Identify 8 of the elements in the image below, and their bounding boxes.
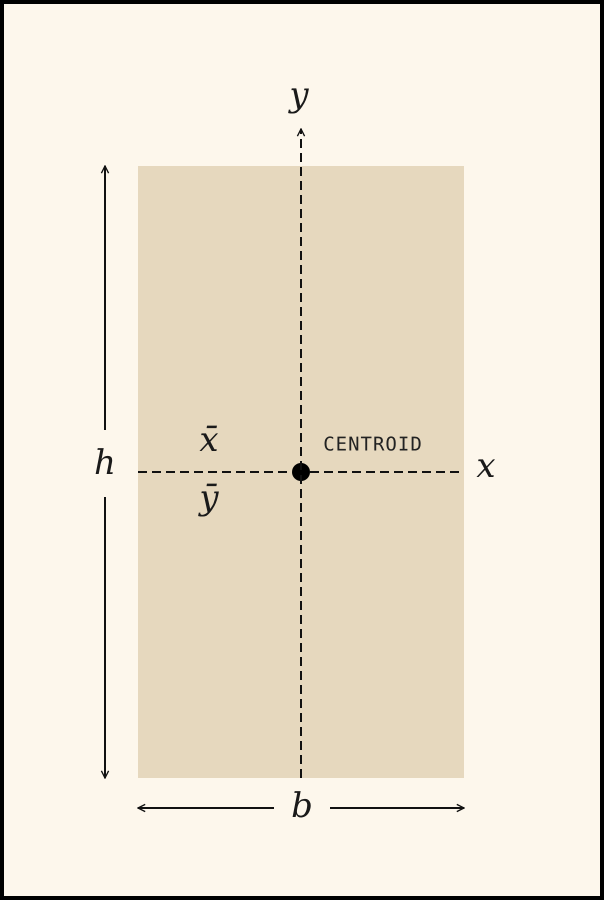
axis-label: x (476, 449, 496, 483)
section-rectangle (138, 166, 464, 778)
dimension-label: h (94, 446, 116, 480)
dimension-label: b (291, 789, 313, 823)
centroid-distance-label: x̄ (199, 423, 219, 457)
centroid-distance-label: ȳ (199, 481, 219, 515)
axis-label: y (289, 78, 309, 112)
centroid-label: CENTROID (323, 436, 423, 454)
